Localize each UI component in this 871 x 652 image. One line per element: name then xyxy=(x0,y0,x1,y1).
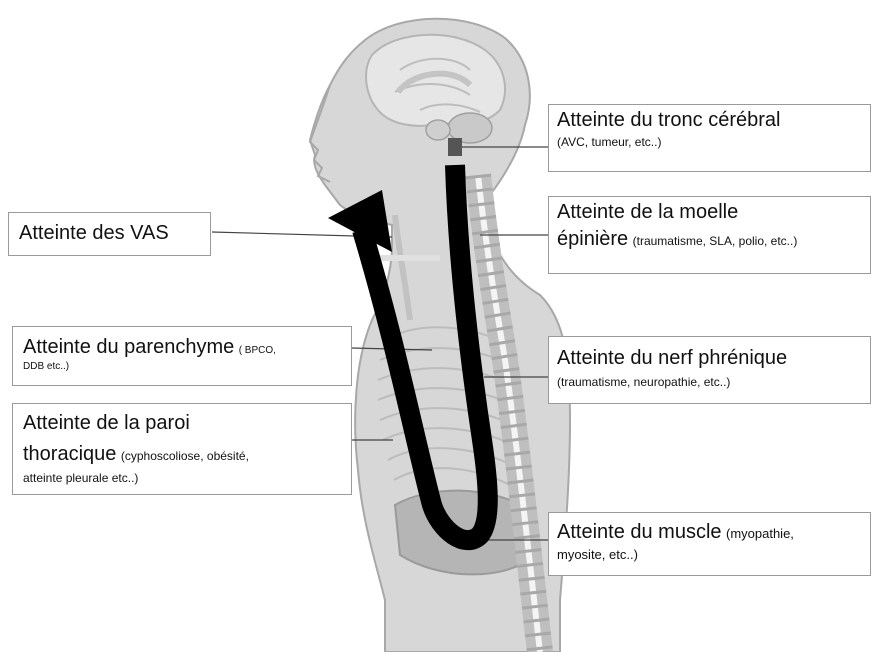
label-title: thoracique xyxy=(23,443,116,465)
label-title: Atteinte du parenchyme xyxy=(23,336,234,358)
label-vas: Atteinte des VAS xyxy=(8,212,211,256)
label-title: Atteinte du nerf phrénique xyxy=(557,347,860,370)
label-moelle-epiniere: Atteinte de la moelle épinière (traumati… xyxy=(548,196,871,274)
label-detail: (AVC, tumeur, etc..) xyxy=(557,136,860,150)
label-muscle: Atteinte du muscle (myopathie, myosite, … xyxy=(548,512,871,576)
label-tronc-cerebral: Atteinte du tronc cérébral (AVC, tumeur,… xyxy=(548,104,871,172)
label-nerf-phrenique: Atteinte du nerf phrénique (traumatisme,… xyxy=(548,336,871,404)
label-title: Atteinte du tronc cérébral xyxy=(557,109,860,132)
label-paroi-thoracique: Atteinte de la paroi thoracique (cyphosc… xyxy=(12,403,352,495)
label-detail: (cyphoscoliose, obésité, xyxy=(121,449,249,463)
label-detail: (traumatisme, SLA, polio, etc..) xyxy=(633,234,798,248)
label-detail: DDB etc..) xyxy=(23,361,341,373)
label-detail: (myopathie, xyxy=(726,526,794,541)
label-title: Atteinte des VAS xyxy=(19,222,200,245)
label-title: Atteinte de la moelle xyxy=(557,201,860,224)
label-title: Atteinte de la paroi xyxy=(23,412,341,435)
label-detail: (traumatisme, neuropathie, etc..) xyxy=(557,376,860,390)
label-parenchyme: Atteinte du parenchyme ( BPCO, DDB etc..… xyxy=(12,326,352,386)
label-title: épinière xyxy=(557,228,628,250)
label-detail: atteinte pleurale etc..) xyxy=(23,472,341,486)
label-detail: myosite, etc..) xyxy=(557,548,860,563)
label-title: Atteinte du muscle xyxy=(557,521,722,543)
label-detail: ( BPCO, xyxy=(239,345,276,356)
brainstem-marker xyxy=(448,138,462,156)
